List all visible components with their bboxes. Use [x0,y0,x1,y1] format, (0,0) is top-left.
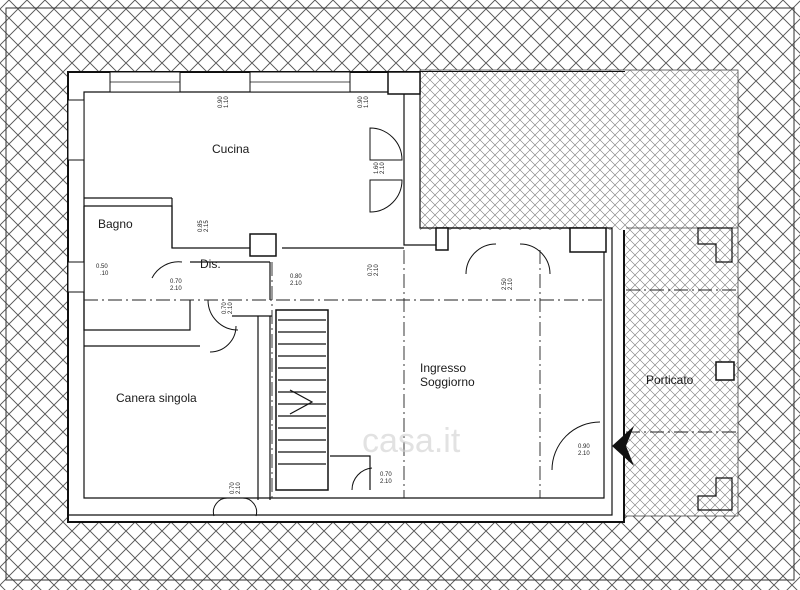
dim-bath-window-b: .10 [100,271,109,277]
dim-kitchen-door-b: 2.10 [380,162,386,174]
room-labels: Cucina Bagno Dis. Canera singola Ingress… [98,142,694,405]
dim-kitchen-window-right-b: 1.10 [364,96,370,108]
dim-kitchen-opening-b: 2.15 [204,220,210,232]
windows [67,71,351,293]
room-label-living-2: Soggiorno [420,375,475,389]
dim-kitchen-door-a: 1.60 [374,162,380,174]
dim-kitchen-window-left-b: 1.10 [224,96,230,108]
entrance-arrow-icon [612,426,634,466]
building [67,71,626,523]
room-label-hall: Dis. [200,257,221,271]
dim-under-stair-door-a: 0.70 [380,472,392,478]
dim-bath-door-b: 2.10 [170,286,182,292]
dim-bedroom-door-a: 0.70 [230,482,236,494]
room-label-bedroom: Canera singola [116,391,197,405]
dim-bath-window-a: 0.50 [96,264,108,270]
dim-entrance-door-a: 0.90 [578,444,590,450]
room-label-porch: Porticato [646,373,694,387]
dim-hall-door-a: 0.70 [222,302,228,314]
dim-bath-door-a: 0.70 [170,279,182,285]
dim-window-door-b: 2.10 [508,278,514,290]
room-label-kitchen: Cucina [212,142,250,156]
dim-hall-door-b: 2.10 [228,302,234,314]
dimension-labels: 0.90 1.10 0.90 1.10 1.60 2.10 0.85 2.15 … [96,96,590,494]
dim-kitchen-window-left-a: 0.90 [218,96,224,108]
dim-entrance-door-b: 2.10 [578,451,590,457]
staircase [278,319,371,490]
dim-kitchen-opening-a: 0.85 [198,220,204,232]
dim-stair-opening-a: 0.80 [290,274,302,280]
room-label-living-1: Ingresso [420,361,466,375]
dim-bedroom-door-b: 2.10 [236,482,242,494]
room-label-bath: Bagno [98,217,133,231]
axis-lines [84,250,740,500]
dim-window-door-a: 2.50 [502,278,508,290]
dim-stair-opening-b: 2.10 [290,281,302,287]
dim-under-stair-door-b: 2.10 [380,479,392,485]
dim-living-opening-a: 0.70 [368,264,374,276]
dim-kitchen-window-right-a: 0.90 [358,96,364,108]
doors [151,127,601,517]
watermark-logo: casa.it [362,422,461,460]
dim-living-opening-b: 2.10 [374,264,380,276]
